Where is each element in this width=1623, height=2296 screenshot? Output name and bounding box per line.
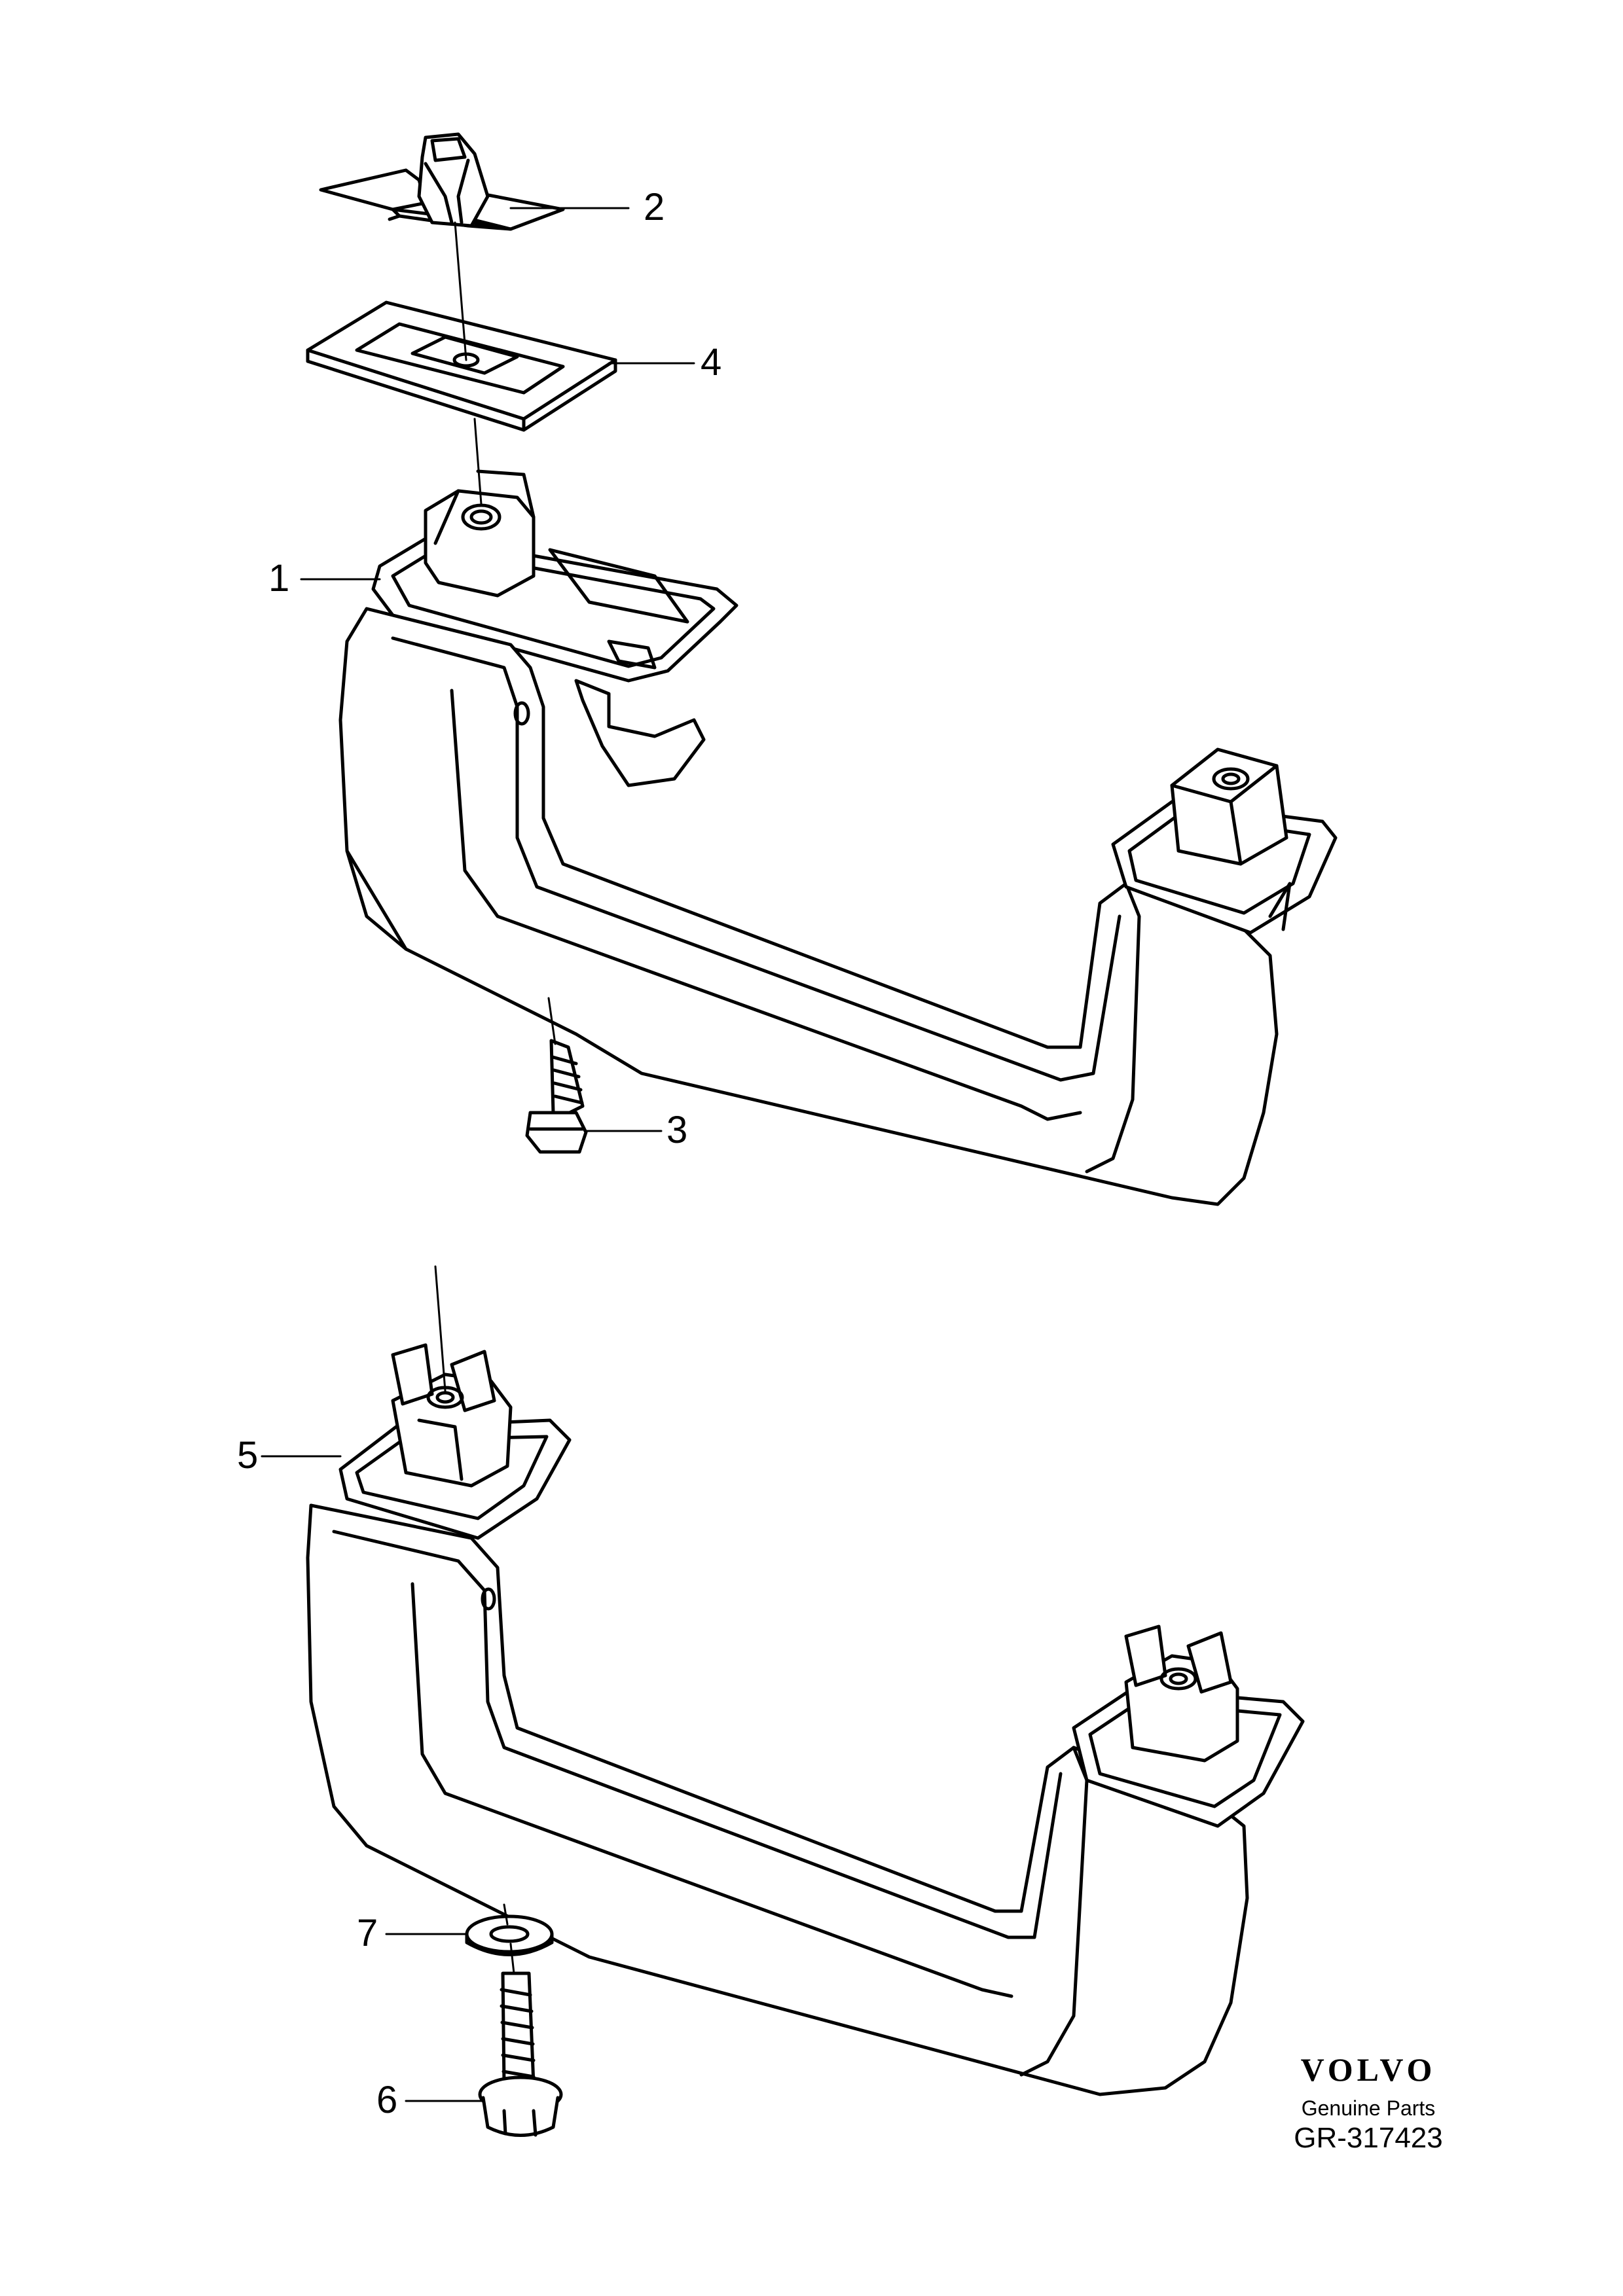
callout-6: 6 <box>376 2079 398 2121</box>
part-1-mounting-base <box>371 469 739 787</box>
part-4-pad <box>306 300 617 432</box>
part-7-washer <box>465 1914 554 1956</box>
brand-subtitle: Genuine Parts <box>1301 2096 1436 2120</box>
part-2-clip <box>319 132 565 231</box>
handle-bottom-right-mount <box>1072 1624 1305 1828</box>
handle-top <box>338 607 1279 1206</box>
drawing-reference: GR-317423 <box>1294 2122 1443 2154</box>
part-5-mounting-base <box>338 1343 572 1540</box>
callout-4: 4 <box>701 341 722 384</box>
callout-1: 1 <box>268 557 290 600</box>
callout-leaders-top <box>300 207 695 1132</box>
callout-7: 7 <box>357 1912 378 1954</box>
callout-2: 2 <box>644 186 665 228</box>
part-6-bolt <box>478 1971 563 2137</box>
handle-bottom <box>306 1503 1249 2096</box>
callout-leaders-bottom <box>261 1455 484 2102</box>
callout-5: 5 <box>237 1434 259 1477</box>
handle-top-right-mount <box>1111 747 1338 935</box>
callout-3: 3 <box>666 1109 688 1151</box>
assembly-lines-top <box>454 221 556 1045</box>
assembly-lines-bottom <box>434 1265 515 1975</box>
volvo-logo: VOLVO <box>1300 2051 1436 2088</box>
part-3-screw <box>525 1039 588 1154</box>
